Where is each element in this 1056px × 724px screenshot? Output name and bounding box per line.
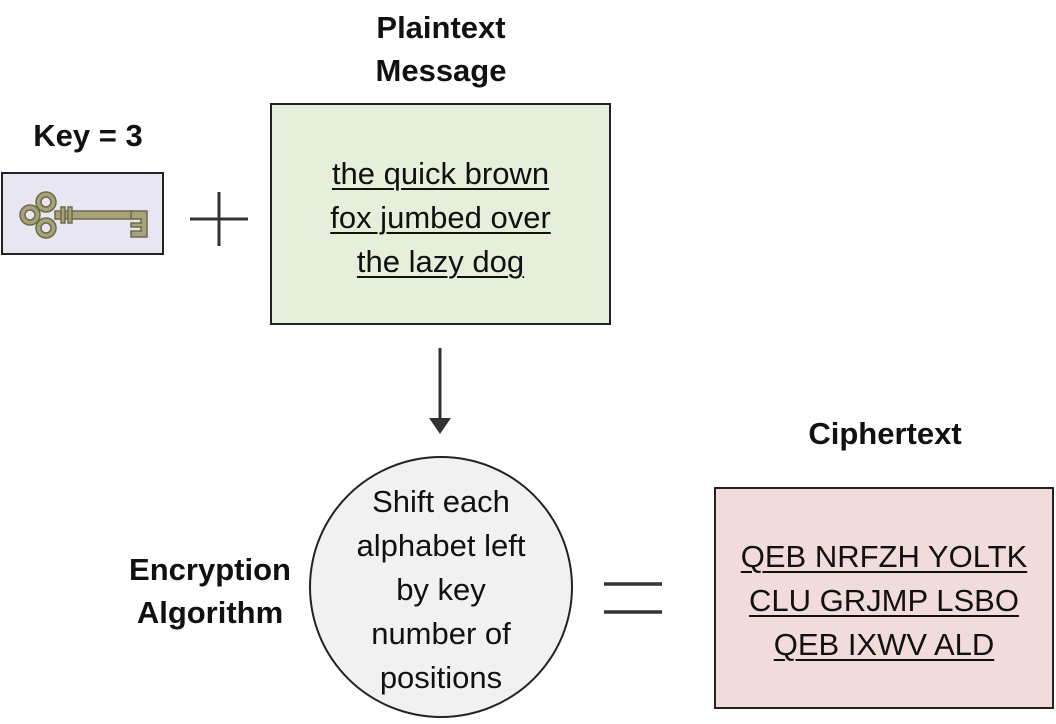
algorithm-line: alphabet left [356, 528, 526, 563]
plaintext-heading-line: Plaintext [376, 10, 506, 45]
down-arrow-icon [429, 348, 451, 434]
plaintext-line: fox jumbed over [330, 200, 551, 235]
ciphertext-line: QEB IXWV ALD [773, 627, 995, 662]
ciphertext-line: QEB NRFZH YOLTK [740, 539, 1028, 574]
ciphertext-line: CLU GRJMP LSBO [749, 583, 1019, 618]
algorithm-line: positions [379, 660, 503, 695]
plaintext-heading-line: Message [375, 53, 507, 88]
key-icon [19, 191, 148, 239]
plaintext-heading: Plaintext Message [330, 6, 552, 92]
ciphertext-message: QEB NRFZH YOLTK CLU GRJMP LSBO QEB IXWV … [716, 535, 1052, 667]
algorithm-line: Shift each [372, 484, 510, 519]
plaintext-box: the quick brown fox jumbed over the lazy… [270, 103, 611, 325]
plaintext-line: the lazy dog [356, 244, 525, 279]
algorithm-description: Shift each alphabet left by key number o… [311, 480, 571, 700]
encryption-algorithm-label: Encryption Algorithm [110, 548, 310, 634]
key-box [1, 172, 164, 255]
encryption-label-line: Algorithm [136, 595, 284, 630]
key-label: Key = 3 [33, 118, 143, 153]
plus-icon [190, 192, 248, 246]
algorithm-line: by key [396, 572, 486, 607]
encryption-label-line: Encryption [129, 552, 291, 587]
algorithm-circle: Shift each alphabet left by key number o… [309, 456, 573, 718]
plaintext-message: the quick brown fox jumbed over the lazy… [272, 152, 609, 284]
plaintext-line: the quick brown [331, 156, 550, 191]
ciphertext-heading: Ciphertext [808, 416, 962, 451]
algorithm-line: number of [371, 616, 511, 651]
equals-icon [604, 582, 662, 614]
ciphertext-box: QEB NRFZH YOLTK CLU GRJMP LSBO QEB IXWV … [714, 487, 1054, 709]
